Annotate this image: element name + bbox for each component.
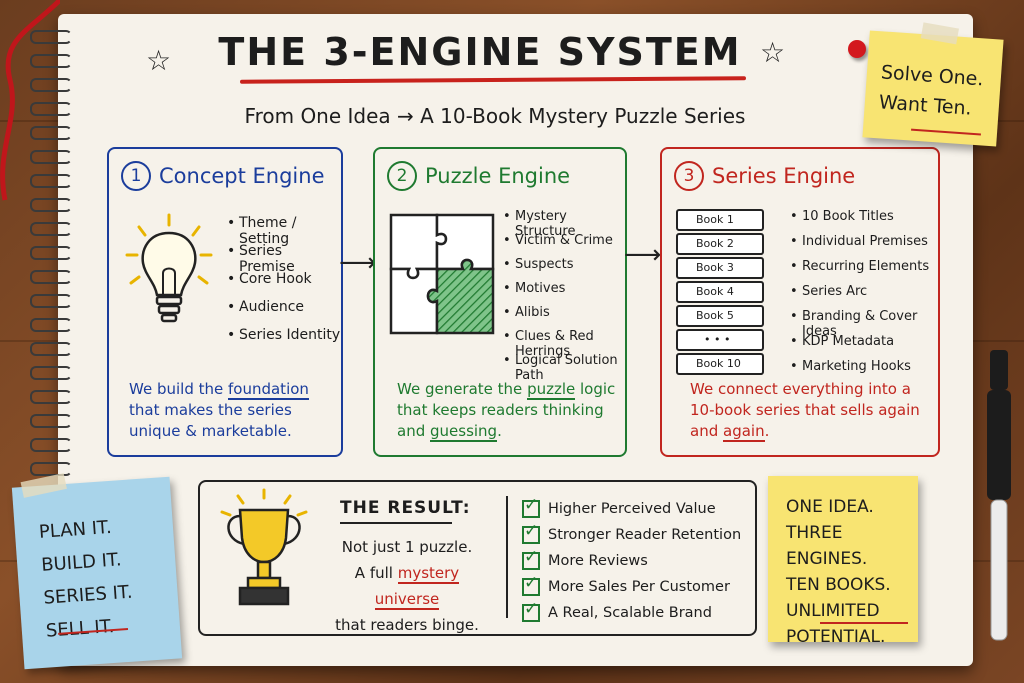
list-item: Marketing Hooks	[790, 359, 938, 384]
engine-number: 1	[121, 161, 151, 191]
engine-name: Concept Engine	[159, 164, 325, 188]
result-divider	[506, 496, 508, 618]
engine-name: Series Engine	[712, 164, 856, 188]
result-text: Not just 1 puzzle. A full mystery univer…	[335, 538, 479, 634]
list-item: Logical Solution Path	[503, 353, 625, 383]
arrow-right-icon: ⟶	[339, 248, 377, 278]
checkbox-icon	[522, 547, 540, 570]
list-item: Clues & Red Herrings	[503, 329, 625, 359]
page-subtitle: From One Idea → A 10-Book Mystery Puzzle…	[244, 104, 746, 128]
benefit-item: Stronger Reader Retention	[522, 521, 741, 548]
star-icon: ☆	[146, 44, 172, 77]
marker-icon	[987, 350, 1011, 641]
books-stack-icon: Book 1 Book 2 Book 3 Book 4 Book 5 • • •…	[676, 209, 764, 377]
engine-name: Puzzle Engine	[425, 164, 571, 188]
book-spine: • • •	[676, 329, 764, 351]
result-box: THE RESULT: Not just 1 puzzle. A full my…	[198, 480, 757, 636]
page-title: THE 3-ENGINE SYSTEM	[218, 30, 742, 74]
book-spine: Book 5	[676, 305, 764, 327]
checkbox-icon	[522, 495, 540, 518]
checkbox-icon	[522, 599, 540, 622]
list-item: Series Identity	[227, 327, 341, 355]
engine-caption: We build the foundation that makes the s…	[129, 380, 309, 440]
note-underline	[820, 622, 908, 624]
concept-engine-box: 1 Concept Engine Theme / Setting Series …	[107, 147, 343, 457]
lightbulb-icon	[125, 213, 213, 323]
list-item: Alibis	[503, 305, 625, 329]
engine-header: 1 Concept Engine	[121, 161, 325, 191]
book-spine: Book 1	[676, 209, 764, 231]
note-line: POTENTIAL.	[786, 627, 886, 647]
note-line: ONE IDEA.	[786, 497, 874, 517]
engine-caption: We generate the puzzle logic that keeps …	[397, 380, 616, 442]
note-line: TEN BOOKS.	[786, 575, 891, 595]
list-item: KDP Metadata	[790, 334, 938, 359]
sticky-note-one-idea: ONE IDEA. THREE ENGINES. TEN BOOKS. UNLI…	[768, 476, 918, 647]
result-title-underline	[340, 522, 452, 524]
engine-header: 3 Series Engine	[674, 161, 855, 191]
note-line: THREE ENGINES.	[786, 523, 868, 569]
list-item: Series Premise	[227, 243, 341, 275]
engine-number: 2	[387, 161, 417, 191]
benefit-item: More Sales Per Customer	[522, 573, 741, 600]
arrow-right-icon: ⟶	[624, 240, 662, 270]
list-item: 10 Book Titles	[790, 209, 938, 234]
rope-decoration	[0, 0, 60, 201]
result-title: THE RESULT:	[340, 498, 471, 518]
benefit-item: A Real, Scalable Brand	[522, 599, 741, 626]
list-item: Individual Premises	[790, 234, 938, 259]
sticky-note-plan: PLAN IT. BUILD IT. SERIES IT. SELL IT.	[11, 473, 183, 670]
book-spine: Book 2	[676, 233, 764, 255]
series-engine-box: 3 Series Engine Book 1 Book 2 Book 3 Boo…	[660, 147, 940, 457]
puzzle-engine-box: 2 Puzzle Engine Mystery Structure Victim…	[373, 147, 627, 457]
list-item: Motives	[503, 281, 625, 305]
book-spine: Book 3	[676, 257, 764, 279]
list-item: Theme / Setting	[227, 215, 341, 247]
list-item: Core Hook	[227, 271, 341, 299]
list-item: Recurring Elements	[790, 259, 938, 284]
list-item: Mystery Structure	[503, 209, 625, 239]
list-item: Audience	[227, 299, 341, 327]
engine-number: 3	[674, 161, 704, 191]
note-line: SERIES IT.	[42, 581, 134, 609]
engine-header: 2 Puzzle Engine	[387, 161, 570, 191]
trophy-icon	[220, 488, 308, 606]
puzzle-icon	[389, 213, 495, 335]
benefit-item: More Reviews	[522, 547, 741, 574]
book-spine: Book 10	[676, 353, 764, 375]
benefit-item: Higher Perceived Value	[522, 495, 741, 522]
checkbox-icon	[522, 573, 540, 596]
list-item: Suspects	[503, 257, 625, 281]
pushpin-icon	[848, 40, 866, 58]
engine-caption: We connect everything into a 10-book ser…	[690, 380, 920, 442]
list-item: Branding & Cover Ideas	[790, 309, 938, 339]
note-line: Want Ten.	[878, 91, 973, 120]
note-underline	[911, 128, 981, 136]
note-line: UNLIMITED	[786, 601, 880, 621]
star-icon: ☆	[760, 36, 786, 69]
checkbox-icon	[522, 521, 540, 544]
list-item: Series Arc	[790, 284, 938, 309]
sticky-note-solve: Solve One.Want Ten.	[862, 22, 1004, 147]
list-item: Victim & Crime	[503, 233, 625, 257]
book-spine: Book 4	[676, 281, 764, 303]
